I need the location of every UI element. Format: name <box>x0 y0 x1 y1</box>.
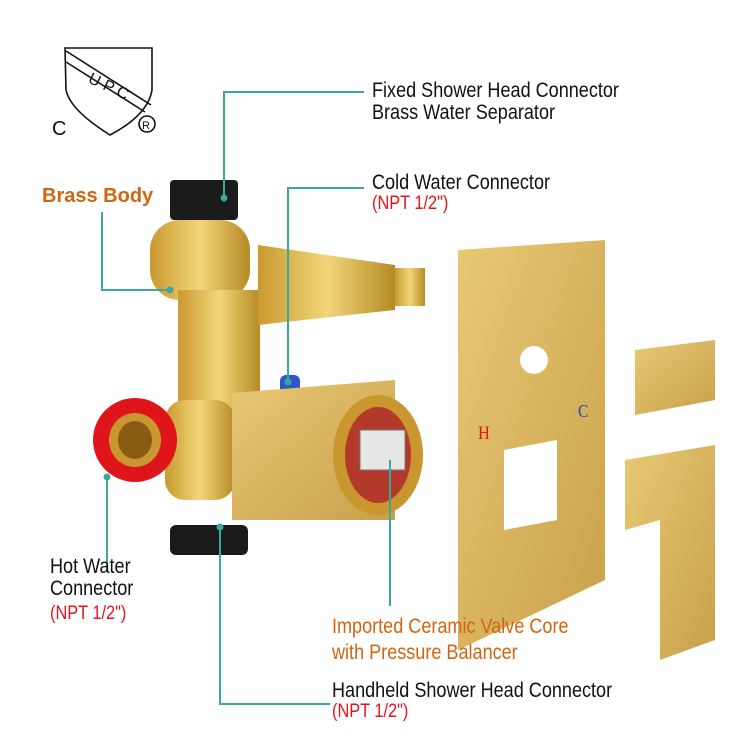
svg-text:R: R <box>142 120 150 132</box>
label-spec: (NPT 1/2") <box>372 193 449 215</box>
handheld-label: Handheld Shower Head Connector (NPT 1/2"… <box>332 679 613 723</box>
leader-lines <box>101 91 391 705</box>
label-line: Hot Water <box>50 555 131 578</box>
label-line: Imported Ceramic Valve Core <box>332 615 569 638</box>
fixed-shower-label: Fixed Shower Head Connector Brass Water … <box>372 79 619 125</box>
svg-text:U P C: U P C <box>86 70 132 103</box>
hot-water-label: Hot Water Connector (NPT 1/2") <box>50 555 134 625</box>
label-spec: (NPT 1/2") <box>332 701 409 723</box>
svg-text:C: C <box>52 118 66 140</box>
label-line: Fixed Shower Head Connector <box>372 79 619 102</box>
label-title: Cold Water Connector <box>372 171 551 194</box>
brass-valve-body <box>93 180 425 555</box>
cold-mark: C <box>578 401 589 421</box>
trim-plate <box>458 240 605 650</box>
label-spec: (NPT 1/2") <box>50 603 127 625</box>
cold-water-label: Cold Water Connector (NPT 1/2") <box>372 171 551 215</box>
brass-body-label: Brass Body <box>42 185 154 207</box>
label-line: Brass Water Separator <box>372 101 556 125</box>
upc-certification-logo: U P C C R <box>52 47 156 140</box>
hot-mark: H <box>478 423 490 444</box>
label-line: with Pressure Balancer <box>332 641 518 665</box>
lever-handle <box>625 340 715 660</box>
label-line: Connector <box>50 577 134 601</box>
label-title: Handheld Shower Head Connector <box>332 679 613 702</box>
valve-core-label: Imported Ceramic Valve Core with Pressur… <box>332 614 569 667</box>
